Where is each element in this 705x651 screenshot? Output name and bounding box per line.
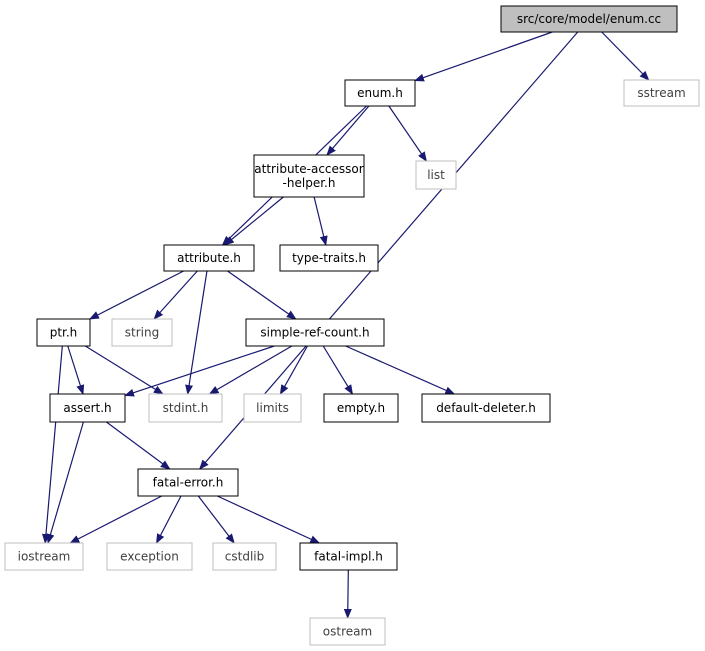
node-label-empty-h: empty.h [337, 401, 385, 415]
node-label-enum-cc: src/core/model/enum.cc [517, 12, 661, 26]
node-enum-h[interactable]: enum.h [344, 79, 416, 107]
node-exception: exception [106, 542, 193, 571]
edge-ptr-h-to-iostream [41, 345, 63, 544]
edge-ptr-h-to-stdint-h [84, 345, 164, 395]
node-sstream: sstream [623, 79, 700, 107]
node-label-stdint-h: stdint.h [163, 401, 209, 415]
node-label-ostream: ostream [323, 625, 372, 639]
node-box-sstream [623, 79, 700, 107]
node-label-enum-h: enum.h [357, 86, 403, 100]
node-box-attribute-h [163, 244, 255, 272]
node-ptr-h[interactable]: ptr.h [36, 318, 91, 347]
edge-attribute-h-to-stdint-h [185, 270, 208, 395]
node-enum-cc[interactable]: src/core/model/enum.cc [500, 5, 678, 33]
node-label-exception: exception [120, 550, 179, 564]
node-iostream: iostream [4, 542, 84, 571]
node-empty-h[interactable]: empty.h [323, 393, 399, 423]
node-box-type-traits-h [279, 244, 379, 272]
node-label-iostream: iostream [18, 550, 71, 564]
node-box-fatal-impl-h [299, 542, 398, 571]
node-limits: limits [243, 393, 302, 423]
node-box-string [111, 318, 173, 347]
node-label-fatal-error-h: fatal-error.h [153, 476, 224, 490]
node-box-fatal-error-h [137, 468, 239, 497]
edge-attribute-accessor-helper-h-to-attribute-h [224, 196, 284, 246]
node-label-list: list [427, 168, 445, 182]
node-box-ostream [309, 617, 386, 646]
node-list: list [415, 160, 457, 190]
node-box-iostream [4, 542, 84, 571]
edge-fatal-impl-h-to-ostream [343, 569, 352, 619]
node-label-sstream: sstream [637, 86, 685, 100]
node-box-list [415, 160, 457, 190]
edge-fatal-error-h-to-cstdlib [197, 495, 235, 544]
edge-simple-ref-count-h-to-limits [279, 345, 308, 395]
edge-simple-ref-count-h-to-assert-h [124, 345, 275, 397]
edge-enum-h-to-list [388, 105, 428, 162]
node-default-deleter-h[interactable]: default-deleter.h [421, 393, 551, 423]
node-label-type-traits-h: type-traits.h [292, 251, 366, 265]
edge-simple-ref-count-h-to-default-deleter-h [345, 345, 456, 395]
edge-attribute-accessor-helper-h-to-type-traits-h [313, 196, 328, 246]
edge-fatal-error-h-to-fatal-impl-h [217, 495, 321, 544]
node-label-attribute-accessor-helper-h-line-2: -helper.h [283, 176, 336, 190]
edge-fatal-error-h-to-iostream [69, 495, 163, 544]
nodes-layer: src/core/model/enum.cc enum.h sstream attri… [4, 5, 700, 646]
edge-simple-ref-count-h-to-empty-h [322, 345, 353, 395]
node-label-string: string [125, 326, 159, 340]
node-simple-ref-count-h[interactable]: simple-ref-count.h [245, 318, 385, 347]
node-box-exception [106, 542, 193, 571]
node-string: string [111, 318, 173, 347]
edge-fatal-error-h-to-exception [155, 495, 182, 544]
edge-ptr-h-to-assert-h [67, 345, 85, 395]
node-box-attribute-accessor-helper-h [253, 154, 365, 198]
edge-assert-h-to-fatal-error-h [106, 421, 171, 470]
node-box-assert-h [49, 393, 126, 423]
node-label-limits: limits [256, 401, 289, 415]
node-box-enum-h [344, 79, 416, 107]
edge-enum-cc-to-enum-h [414, 31, 553, 82]
edge-enum-h-to-attribute-accessor-helper-h [326, 105, 370, 156]
node-label-simple-ref-count-h: simple-ref-count.h [260, 326, 369, 340]
node-box-default-deleter-h [421, 393, 551, 423]
node-fatal-error-h[interactable]: fatal-error.h [137, 468, 239, 497]
node-label-assert-h: assert.h [63, 401, 111, 415]
node-label-attribute-h: attribute.h [177, 251, 241, 265]
edge-assert-h-to-iostream [46, 421, 84, 544]
node-ostream: ostream [309, 617, 386, 646]
node-type-traits-h[interactable]: type-traits.h [279, 244, 379, 272]
node-box-simple-ref-count-h [245, 318, 385, 347]
node-box-enum-cc [500, 5, 678, 33]
edge-enum-cc-to-sstream [601, 31, 650, 81]
node-attribute-accessor-helper-h[interactable]: attribute-accessor-helper.h [253, 154, 365, 198]
node-assert-h[interactable]: assert.h [49, 393, 126, 423]
node-box-cstdlib [212, 542, 277, 571]
node-label-ptr-h: ptr.h [50, 326, 78, 340]
edge-simple-ref-count-h-to-stdint-h [208, 345, 293, 395]
node-stdint-h: stdint.h [148, 393, 223, 423]
edges-layer [41, 31, 650, 619]
node-box-stdint-h [148, 393, 223, 423]
node-box-ptr-h [36, 318, 91, 347]
edge-attribute-h-to-string [153, 270, 198, 320]
edge-attribute-h-to-simple-ref-count-h [227, 270, 297, 320]
node-attribute-h[interactable]: attribute.h [163, 244, 255, 272]
edge-attribute-h-to-ptr-h [88, 270, 184, 320]
node-box-empty-h [323, 393, 399, 423]
node-fatal-impl-h[interactable]: fatal-impl.h [299, 542, 398, 571]
node-cstdlib: cstdlib [212, 542, 277, 571]
node-label-attribute-accessor-helper-h-line-1: attribute-accessor [254, 162, 363, 176]
node-label-cstdlib: cstdlib [225, 550, 264, 564]
node-label-fatal-impl-h: fatal-impl.h [314, 550, 383, 564]
node-label-default-deleter-h: default-deleter.h [436, 401, 536, 415]
node-box-limits [243, 393, 302, 423]
